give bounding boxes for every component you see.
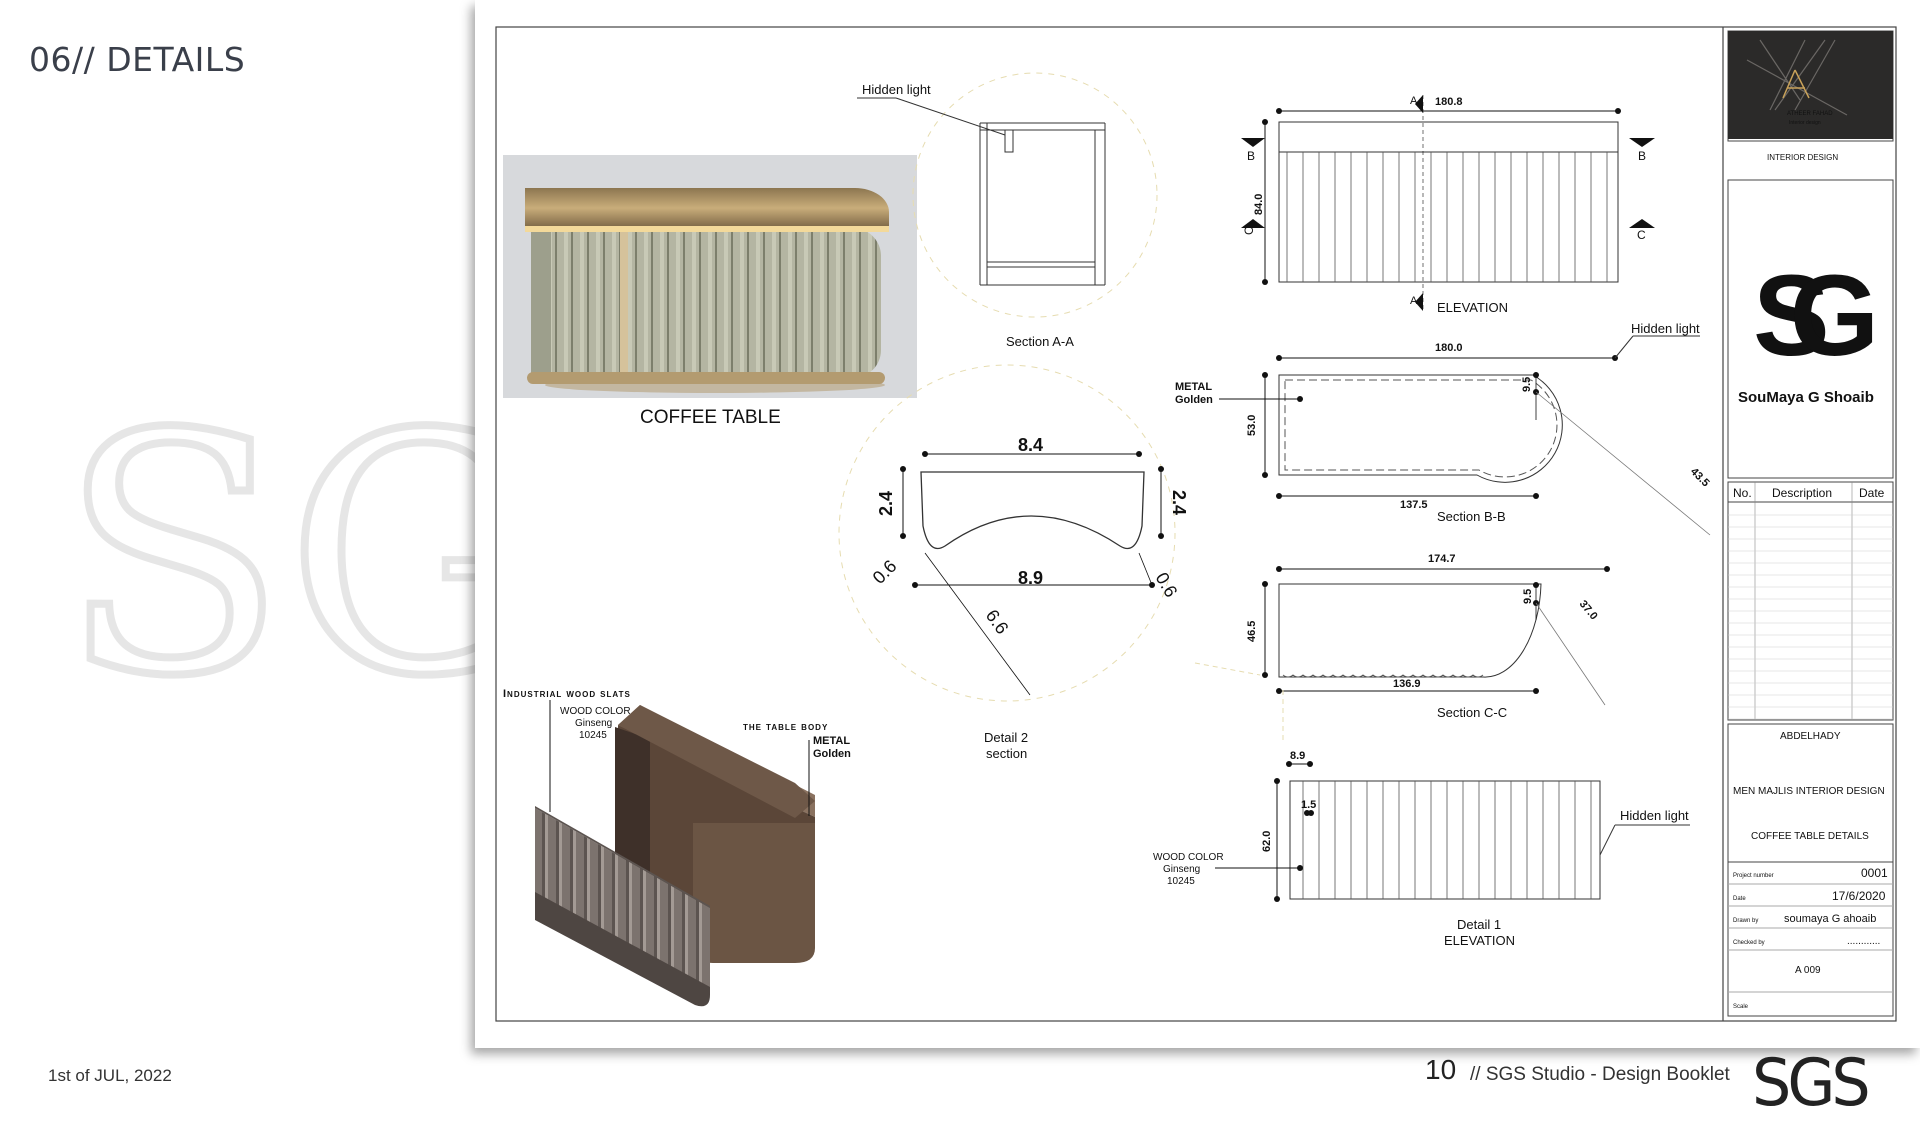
detail-1-slat: 8.9 [1290,750,1305,762]
section-cc-small: 9.5 [1522,589,1534,604]
detail-1-wood-2: Ginseng [1163,864,1200,875]
section-bb-width: 180.0 [1435,342,1463,354]
section-bb-title: Section B-B [1437,509,1506,524]
section-bb-height: 53.0 [1246,415,1258,436]
detail-2-drawing [838,364,1176,702]
section-cc-straight: 136.9 [1393,678,1421,690]
elevation-height: 84.0 [1253,194,1265,215]
section-aa-note: Hidden light [862,82,931,97]
elevation-mark-a-top: A [1410,95,1418,107]
logo-name: ATHEER FAHAD [1787,111,1833,117]
section-aa-title: Section A-A [1006,334,1074,349]
drawn-by: soumaya G ahoaib [1784,913,1876,925]
section-cc-width: 174.7 [1428,553,1456,565]
page-number: 10 [1425,1054,1457,1085]
footer-logo: SGS [1752,1044,1871,1121]
checked-by: ............ [1847,936,1880,947]
sheet-number: A 009 [1795,965,1821,976]
section-cc-drawing [1194,566,1610,742]
project-name: MEN MAJLIS INTERIOR DESIGN [1733,786,1885,797]
drawn-by-label: Drawn by [1733,918,1758,924]
detail-2-bottom: 8.9 [1018,568,1043,588]
isometric-model [535,700,815,1007]
detail-2-left: 2.4 [876,491,896,516]
render-caption: COFFEE TABLE [640,407,781,428]
detail-2-corner-right: 0.6 [1152,569,1182,601]
detail-1-drawing [1215,761,1690,902]
logo-caption: INTERIOR DESIGN [1767,153,1838,162]
title-block [1727,30,1894,1017]
section-cc-radius: 37.0 [1577,598,1600,622]
client-name: ABDELHADY [1780,731,1841,742]
designer-name: SouMaya G Shoaib [1738,389,1874,406]
watermark-logo: SG [60,380,480,710]
elevation-mark-a-bottom: A [1410,295,1418,307]
section-bb-drawing [1219,335,1711,536]
iso-slats-label: Industrial wood slats [503,688,631,700]
elevation-mark-c-left: C [1242,226,1256,235]
section-bb-note: Hidden light [1631,321,1700,336]
section-bb-straight: 137.5 [1400,499,1428,511]
elevation-mark-b-left: B [1247,149,1255,163]
detail-1-note: Hidden light [1620,808,1689,823]
section-bb-material-2: Golden [1175,394,1213,406]
logo-sub: Interior design [1789,120,1821,126]
iso-metal-1: METAL [813,735,850,747]
detail-1-title-2: ELEVATION [1444,933,1515,948]
iso-wood-3: 10245 [579,730,607,741]
elevation-title: ELEVATION [1437,300,1508,315]
detail-2-radius: 6.6 [982,606,1013,638]
elevation-mark-c-right: C [1637,228,1646,242]
checked-by-label: Checked by [1733,940,1765,946]
detail-2-right: 2.4 [1169,490,1189,515]
elevation-mark-b-right: B [1638,149,1646,163]
project-number-label: Project number [1733,873,1774,879]
page-heading: 06// DETAILS [29,40,246,79]
revision-header-description: Description [1772,486,1832,500]
detail-2-top: 8.4 [1018,435,1043,455]
detail-1-wood-3: 10245 [1167,876,1195,887]
project-number: 0001 [1861,866,1888,880]
iso-wood-1: WOOD COLOR [560,706,631,717]
section-cc-title: Section C-C [1437,705,1507,720]
elevation-width: 180.8 [1435,96,1463,108]
scale-label: Scale [1733,1004,1749,1010]
sgs-monogram: SG [1753,252,1873,380]
revision-header-no: No. [1733,486,1752,500]
iso-body-label: the table body [743,721,828,733]
section-cc-height: 46.5 [1246,621,1258,642]
iso-wood-2: Ginseng [575,718,612,729]
detail-2-title-2: section [986,746,1027,761]
section-bb-radius: 43.5 [1688,466,1712,490]
section-bb-material-1: METAL [1175,381,1212,393]
revision-header-date: Date [1859,486,1885,500]
detail-1-wood-1: WOOD COLOR [1153,852,1224,863]
date-label: Date [1733,896,1746,902]
section-bb-small: 9.5 [1521,377,1533,392]
sheet-title: COFFEE TABLE DETAILS [1751,831,1869,842]
drawing-sheet: COFFEE TABLE Hidden light Section A-A [475,0,1920,1048]
iso-metal-2: Golden [813,748,851,760]
footer-caption: // SGS Studio - Design Booklet [1470,1064,1730,1085]
detail-2-corner-left: 0.6 [869,556,901,588]
elevation-drawing [1241,95,1655,312]
drawing-canvas: COFFEE TABLE Hidden light Section A-A [495,26,1913,1022]
coffee-table-render [503,155,917,398]
detail-2-title-1: Detail 2 [984,730,1028,745]
detail-1-height: 62.0 [1261,831,1273,852]
sheet-date: 17/6/2020 [1832,889,1886,903]
detail-1-gap: 1.5 [1301,799,1316,811]
detail-1-title-1: Detail 1 [1457,917,1501,932]
section-aa-drawing [857,72,1158,318]
footer-date: 1st of JUL, 2022 [48,1066,172,1085]
sheet-frame [495,26,1897,1022]
watermark-text: SG [60,380,480,710]
